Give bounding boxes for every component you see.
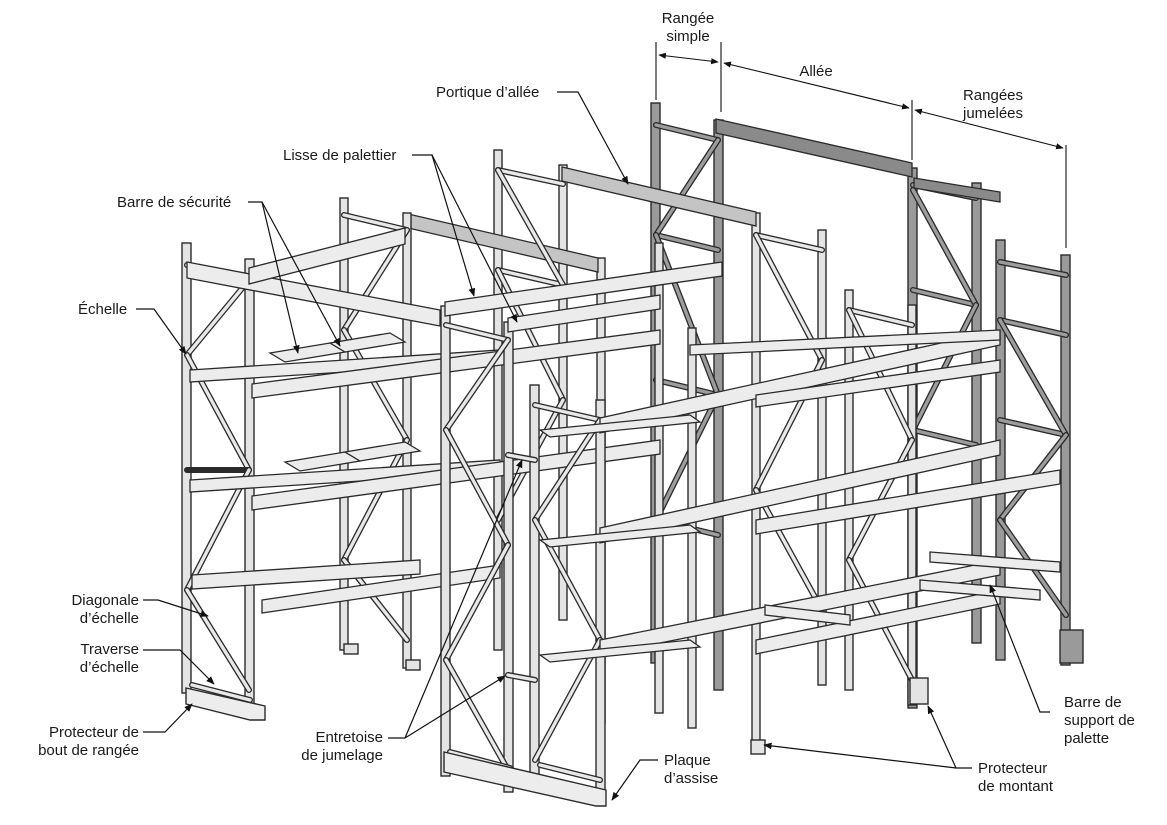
top-beam bbox=[444, 261, 723, 317]
upright bbox=[817, 229, 827, 686]
label-diagonale-echelle: Diagonale bbox=[71, 592, 139, 609]
leader-lines bbox=[136, 91, 1050, 801]
top-beam bbox=[507, 294, 661, 333]
safety-bar bbox=[538, 639, 702, 663]
label-rangee-simple: simple bbox=[666, 28, 709, 45]
pallet-support-bar bbox=[929, 551, 1061, 573]
top-beam bbox=[186, 261, 441, 327]
back-upright bbox=[1060, 254, 1071, 666]
upright bbox=[529, 384, 540, 786]
label-protecteur-montant: de montant bbox=[978, 778, 1054, 795]
safety-bar bbox=[343, 441, 422, 462]
pallet-beam bbox=[191, 559, 421, 590]
label-protecteur-bout-rangee: bout de rangée bbox=[38, 742, 139, 759]
back-ladder-frames bbox=[650, 102, 1084, 709]
base-plate bbox=[405, 659, 421, 671]
pallet-beam bbox=[755, 469, 1061, 535]
label-plaque-assise: d’assise bbox=[664, 770, 718, 787]
label-diagonale-echelle: d’échelle bbox=[80, 610, 139, 627]
safety-bar bbox=[328, 332, 407, 353]
aisle-gantry bbox=[561, 166, 757, 227]
label-entretoise-jumelage: Entretoise bbox=[315, 729, 383, 746]
column-protector bbox=[909, 677, 929, 705]
pallet-beam bbox=[251, 329, 661, 399]
label-barre-support-palette: Barre de bbox=[1064, 694, 1122, 711]
label-traverse-echelle: d’échelle bbox=[80, 659, 139, 676]
label-entretoise-jumelage: de jumelage bbox=[301, 747, 383, 764]
upright bbox=[654, 242, 664, 714]
base-plate bbox=[443, 751, 607, 807]
label-echelle: Échelle bbox=[78, 301, 127, 318]
back-beam bbox=[913, 177, 1001, 203]
upright bbox=[595, 399, 606, 796]
upright bbox=[493, 149, 503, 651]
label-rangees-jumelees: jumelées bbox=[962, 105, 1023, 122]
label-barre-support-palette: support de bbox=[1064, 712, 1135, 729]
top-beam bbox=[248, 227, 406, 285]
pallet-beam bbox=[689, 329, 1001, 356]
pallet-beam bbox=[755, 589, 1001, 655]
back-upright bbox=[971, 182, 982, 644]
pallet-beam bbox=[755, 359, 1001, 408]
label-portique-allee: Portique d’allée bbox=[436, 84, 539, 101]
column-protector bbox=[750, 739, 766, 755]
label-protecteur-montant: Protecteur bbox=[978, 760, 1047, 777]
column-protector bbox=[1059, 629, 1084, 664]
label-rangees-jumelees: Rangées bbox=[963, 87, 1023, 104]
dimension-lines bbox=[655, 42, 1067, 248]
safety-bar bbox=[538, 524, 702, 548]
row-end-protector bbox=[185, 687, 266, 721]
label-protecteur-bout-rangee: Protecteur de bbox=[49, 724, 139, 741]
label-traverse-echelle: Traverse bbox=[80, 641, 139, 658]
upright bbox=[844, 289, 854, 691]
aisle-gantry-beam bbox=[715, 118, 913, 178]
label-allee: Allée bbox=[799, 63, 832, 80]
safety-bar bbox=[538, 414, 702, 438]
label-rangee-simple: Rangée bbox=[662, 10, 715, 27]
base-plate bbox=[343, 643, 359, 655]
upright bbox=[440, 305, 451, 777]
front-frames bbox=[440, 261, 1061, 807]
labels: Rangée simple Allée Rangées jumelées Por… bbox=[38, 10, 1135, 795]
label-barre-securite: Barre de sécurité bbox=[117, 194, 231, 211]
label-barre-support-palette: palette bbox=[1064, 730, 1109, 747]
left-single-row bbox=[181, 197, 661, 721]
label-plaque-assise: Plaque bbox=[664, 752, 711, 769]
upright bbox=[339, 197, 349, 651]
pallet-support-bar bbox=[919, 579, 1041, 601]
label-lisse-palettier: Lisse de palettier bbox=[283, 147, 396, 164]
pallet-support-bar bbox=[764, 604, 851, 626]
upright bbox=[503, 321, 514, 793]
